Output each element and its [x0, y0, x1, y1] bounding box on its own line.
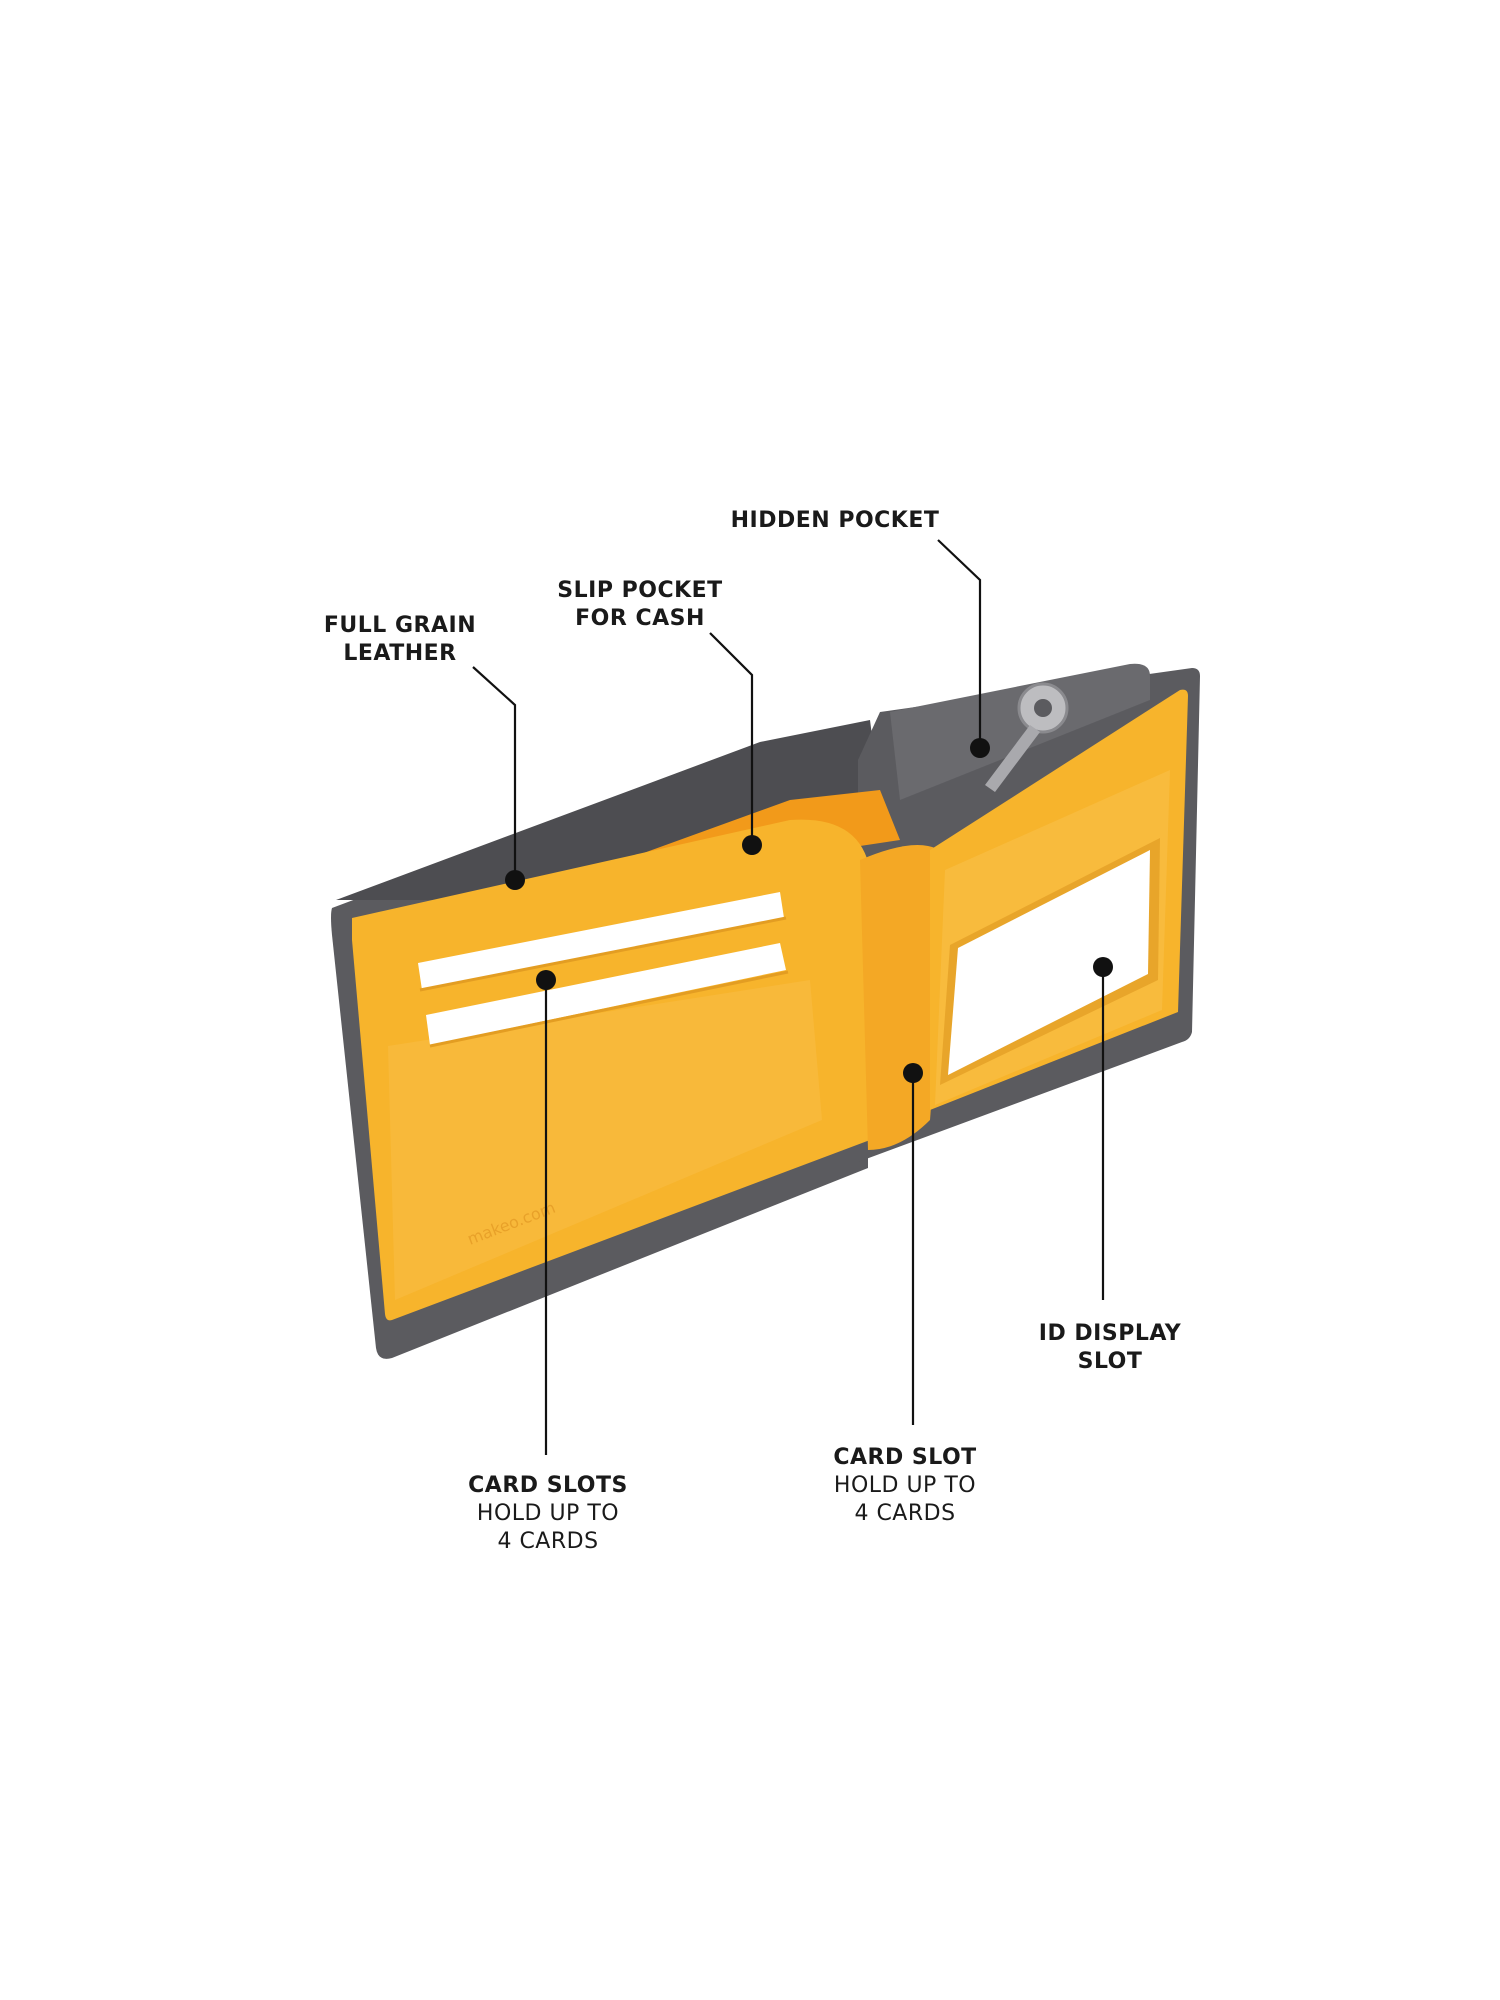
card-1: [418, 892, 784, 990]
leader-slip-pocket: [709, 632, 754, 845]
hidden-pocket-flap: [890, 663, 1150, 800]
label-id-display-slot: ID DISPLAY SLOT: [1005, 1320, 1215, 1376]
dot-card-slot: [903, 1063, 923, 1083]
label-title: SLIP POCKET FOR CASH: [557, 578, 723, 631]
label-title: CARD SLOTS: [468, 1473, 628, 1498]
dot-hidden-pocket: [970, 738, 990, 758]
leader-lines: [472, 539, 1105, 1455]
label-desc: HOLD UP TO 4 CARDS: [833, 1473, 977, 1526]
label-card-slot: CARD SLOT HOLD UP TO 4 CARDS: [800, 1444, 1010, 1528]
id-window: [948, 850, 1150, 1075]
label-title: HIDDEN POCKET: [730, 508, 940, 533]
label-title: FULL GRAIN LEATHER: [323, 613, 477, 666]
dot-id-display: [1093, 957, 1113, 977]
card-2: [426, 943, 786, 1045]
label-hidden-pocket: HIDDEN POCKET: [720, 507, 950, 535]
leader-full-grain-leather: [472, 666, 517, 880]
card-slot-pocket: [388, 980, 822, 1300]
label-slip-pocket: SLIP POCKET FOR CASH: [540, 577, 740, 633]
label-full-grain-leather: FULL GRAIN LEATHER: [300, 612, 500, 668]
label-title: ID DISPLAY SLOT: [1038, 1321, 1182, 1374]
wallet-illustration: makeo.com: [331, 663, 1200, 1359]
callout-dots: [505, 738, 1113, 1083]
slot-line-1: [419, 916, 787, 992]
label-desc: HOLD UP TO 4 CARDS: [476, 1501, 620, 1554]
key-icon: [985, 682, 1069, 792]
dot-full-grain-leather: [505, 870, 525, 890]
center-fold: [860, 845, 950, 1150]
dot-slip-pocket: [742, 835, 762, 855]
back-wall-leather: [336, 720, 880, 900]
dot-card-slots: [536, 970, 556, 990]
label-title: CARD SLOT: [833, 1445, 977, 1470]
slot-line-2: [429, 970, 789, 1048]
label-card-slots: CARD SLOTS HOLD UP TO 4 CARDS: [443, 1472, 653, 1556]
leader-hidden-pocket: [937, 539, 982, 748]
